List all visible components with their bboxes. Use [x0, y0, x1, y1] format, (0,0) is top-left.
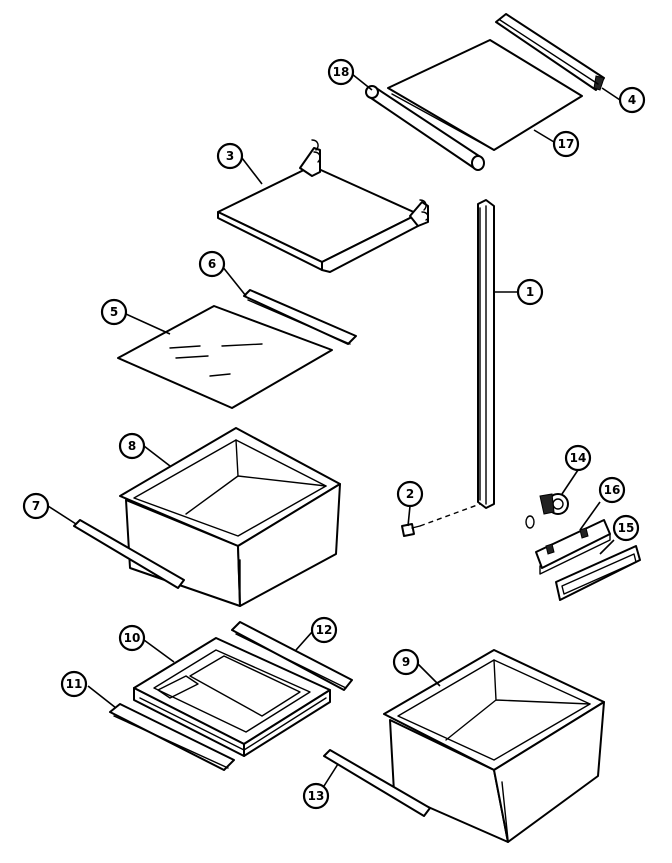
callout-label: 6	[208, 257, 216, 271]
shelf-rod-part-18	[365, 85, 485, 171]
callout-label: 15	[618, 521, 635, 535]
cover-trim-part-12	[231, 621, 353, 691]
callout-17: 17	[552, 130, 580, 158]
callout-5: 5	[100, 298, 128, 326]
callout-label: 16	[604, 483, 621, 497]
callout-label: 2	[406, 487, 414, 501]
callout-4: 4	[618, 86, 646, 114]
callout-15: 15	[612, 514, 640, 542]
callout-1: 1	[516, 278, 544, 306]
callout-label: 8	[128, 439, 136, 453]
callout-label: 10	[124, 631, 141, 645]
callout-label: 4	[628, 93, 636, 107]
glass-shelf-part-5	[117, 305, 333, 409]
callout-9: 9	[392, 648, 420, 676]
callout-label: 7	[32, 499, 40, 513]
support-rail-part-1	[477, 199, 495, 509]
shelf-front-trim-part-6	[243, 289, 357, 345]
callout-label: 9	[402, 655, 410, 669]
control-trim-part-15	[555, 545, 641, 601]
callout-label: 14	[570, 451, 587, 465]
callout-label: 17	[558, 137, 575, 151]
callout-label: 11	[66, 677, 83, 691]
crisper-pan-part-9	[383, 649, 605, 843]
callout-18-top: 18	[327, 58, 355, 86]
cover-front-trim-part-11	[109, 703, 235, 771]
control-housing-part-16	[535, 519, 611, 575]
control-knob-part-14	[525, 493, 569, 529]
callout-3: 3	[216, 142, 244, 170]
callout-16: 16	[598, 476, 626, 504]
callout-13: 13	[302, 782, 330, 810]
callout-6: 6	[198, 250, 226, 278]
callout-2: 2	[396, 480, 424, 508]
callout-14: 14	[564, 444, 592, 472]
callout-label: 12	[316, 623, 333, 637]
callout-7: 7	[22, 492, 50, 520]
cantilever-shelf-part-3	[217, 139, 429, 273]
drawer-trim-part-7	[73, 519, 185, 589]
callout-12: 12	[310, 616, 338, 644]
crisper-pan-part-8	[119, 427, 341, 607]
shelf-trim-part-4	[495, 13, 605, 91]
callout-label: 3	[226, 149, 234, 163]
callout-label: 5	[110, 305, 118, 319]
leader-lines	[47, 73, 621, 787]
callout-10: 10	[118, 624, 146, 652]
callout-label: 1	[526, 285, 534, 299]
glass-shelf-part-17	[387, 39, 583, 151]
crisper-cover-part-10	[133, 637, 331, 757]
callout-label: 18	[333, 65, 350, 79]
drawer-trim-part-13	[323, 749, 431, 817]
callout-8: 8	[118, 432, 146, 460]
screw-part-2	[401, 503, 481, 537]
callout-label: 13	[308, 789, 325, 803]
callout-11: 11	[60, 670, 88, 698]
